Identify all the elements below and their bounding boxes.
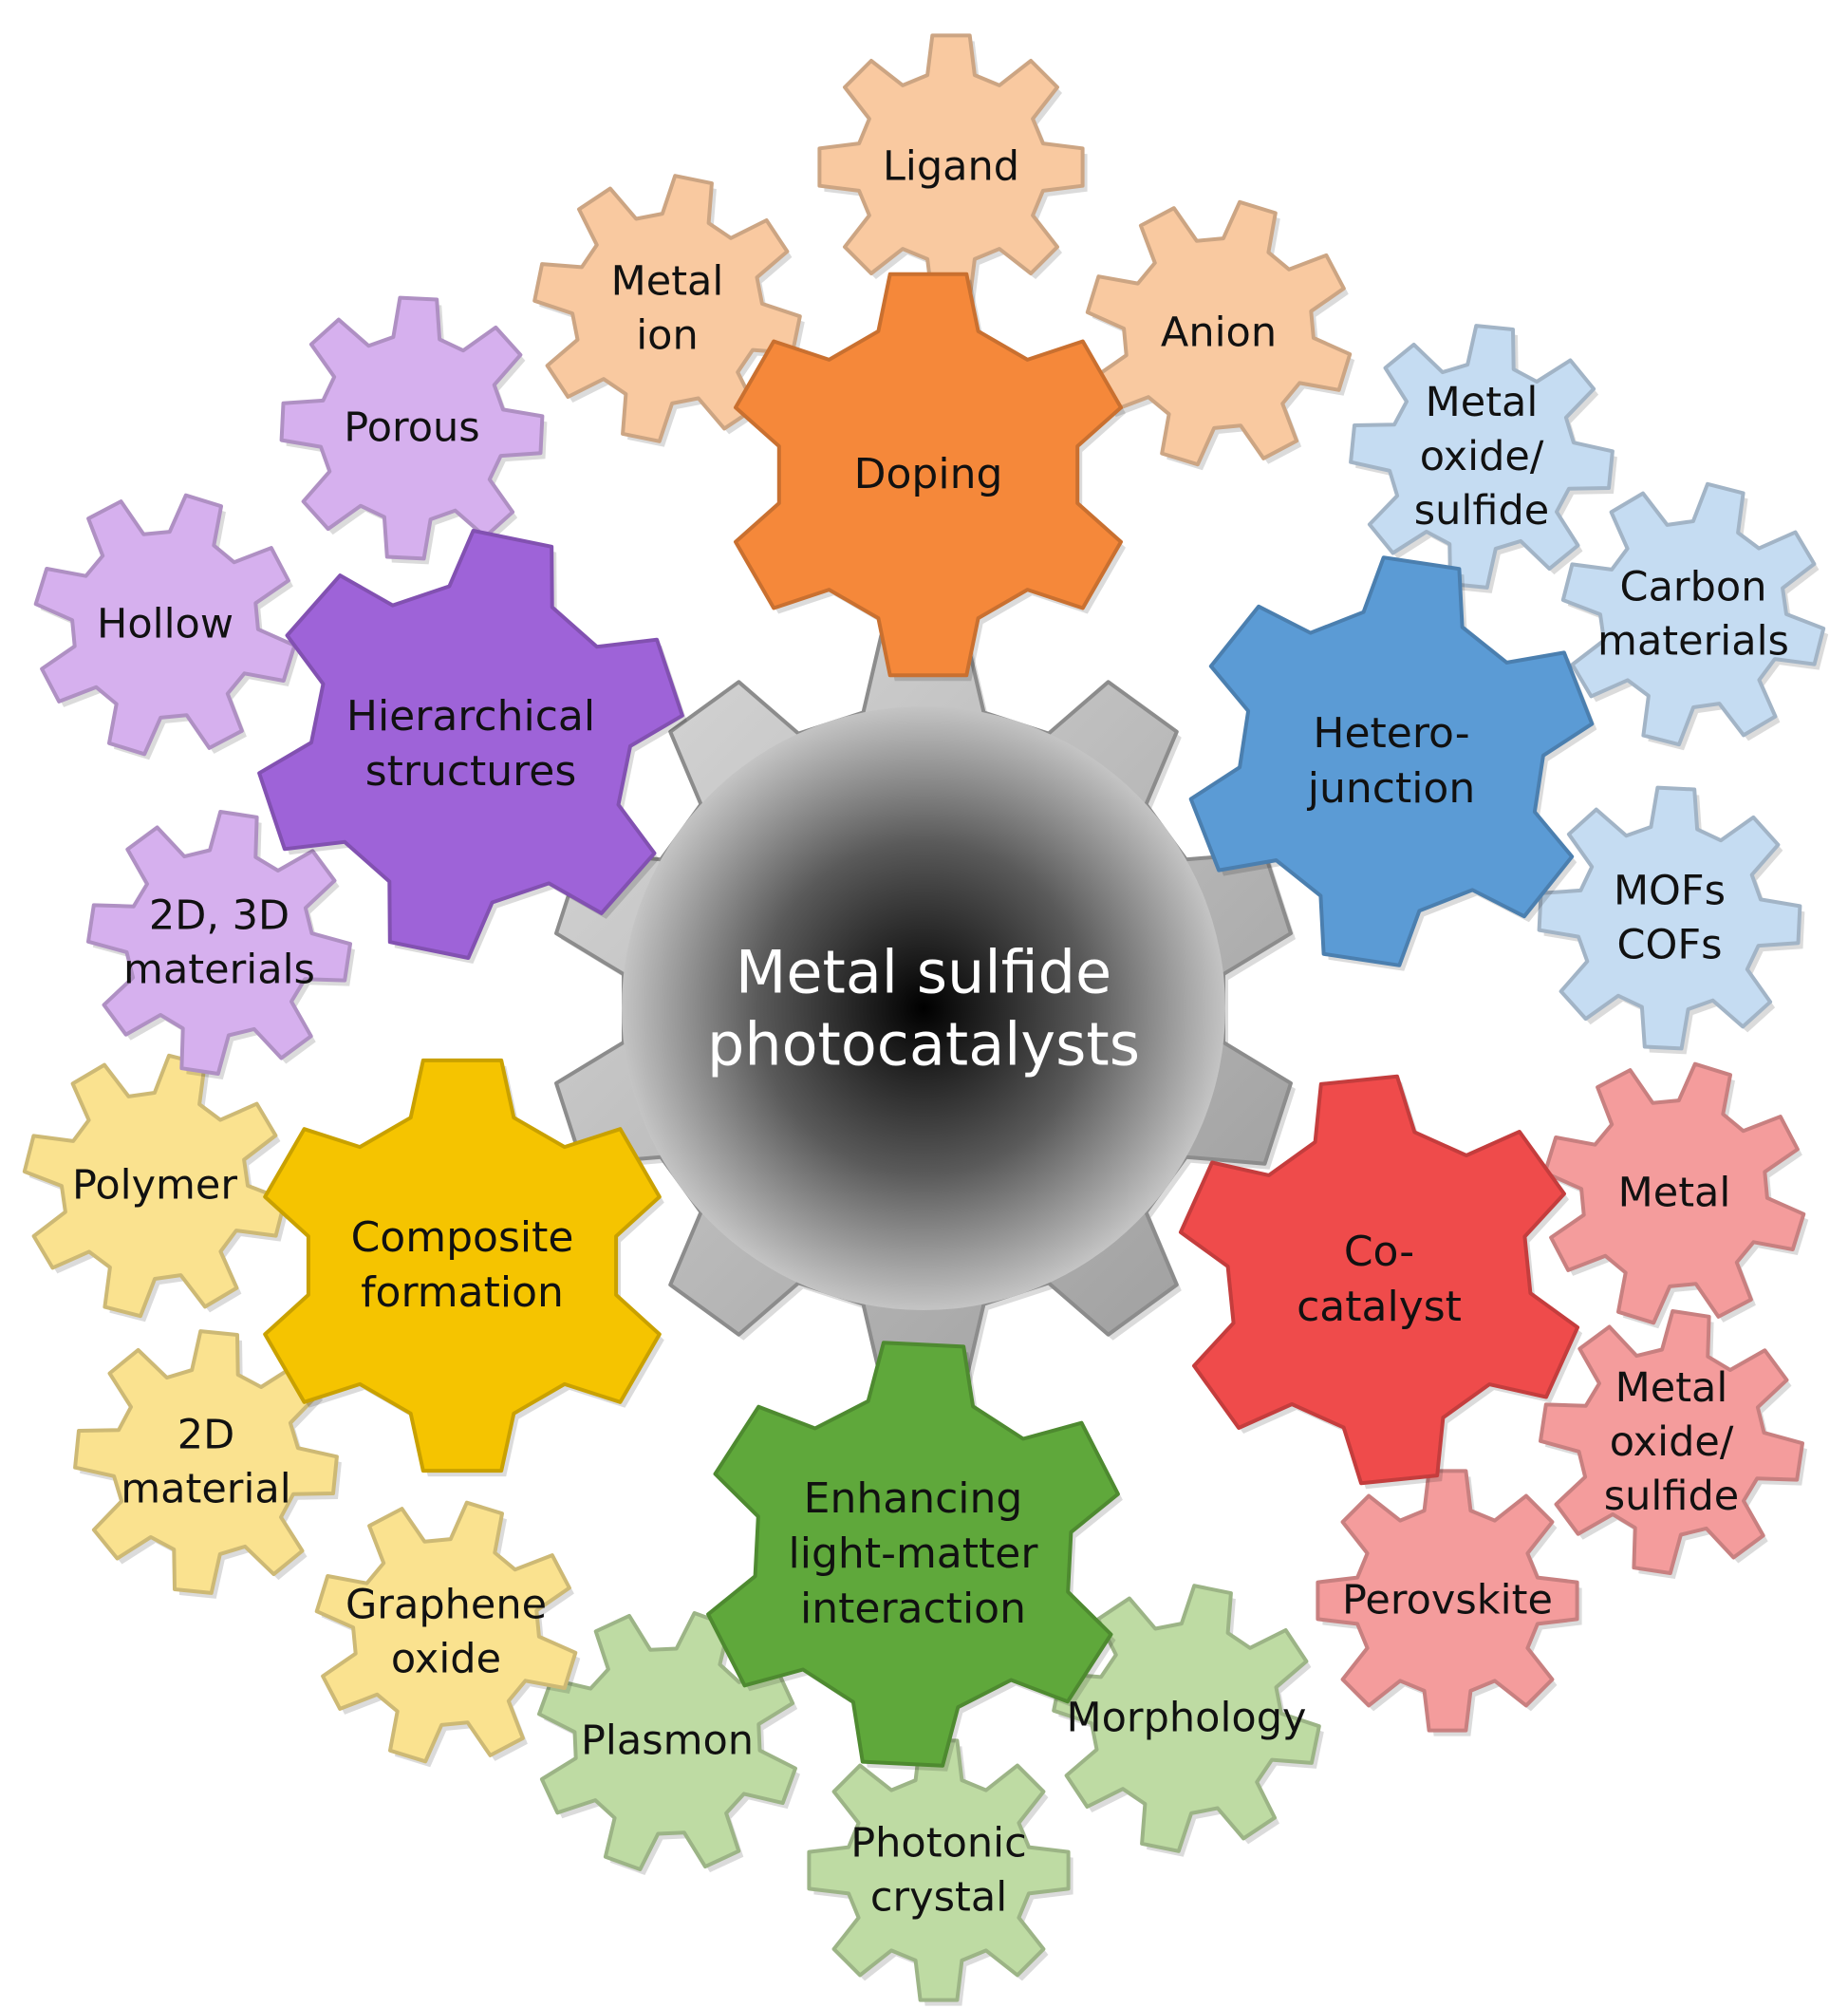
morphology-gear <box>1052 1584 1324 1857</box>
carbon-materials-gear <box>1560 481 1829 751</box>
2d-material-gear <box>73 1329 342 1599</box>
2d-3d-materials-gear <box>86 810 355 1079</box>
graphene-oxide-gear <box>314 1500 581 1768</box>
perovskite-gear <box>1316 1469 1582 1736</box>
metal-ion-gear <box>532 174 805 447</box>
center-gear-disc <box>622 706 1225 1310</box>
light-matter-gear <box>706 1341 1123 1772</box>
doping-gear <box>734 272 1126 682</box>
center-gear <box>554 633 1296 1387</box>
ligand-gear <box>817 33 1088 305</box>
cocat-metal-oxide-gear <box>1539 1309 1807 1579</box>
hierarchical-gear <box>257 529 687 964</box>
hollow-gear <box>33 493 300 760</box>
mofs-cofs-gear <box>1537 785 1805 1055</box>
anion-gear <box>1085 199 1355 471</box>
cocatalyst-gear <box>1178 1074 1583 1490</box>
photonic-crystal-gear <box>807 1738 1073 2006</box>
plasmon-gear <box>537 1611 800 1875</box>
composite-gear <box>263 1058 664 1477</box>
polymer-gear <box>22 1053 290 1323</box>
metal-gear <box>1542 1061 1809 1329</box>
heterojunction-gear <box>1188 555 1597 971</box>
hetero-metal-oxide-gear <box>1349 324 1617 593</box>
porous-gear <box>279 295 548 565</box>
